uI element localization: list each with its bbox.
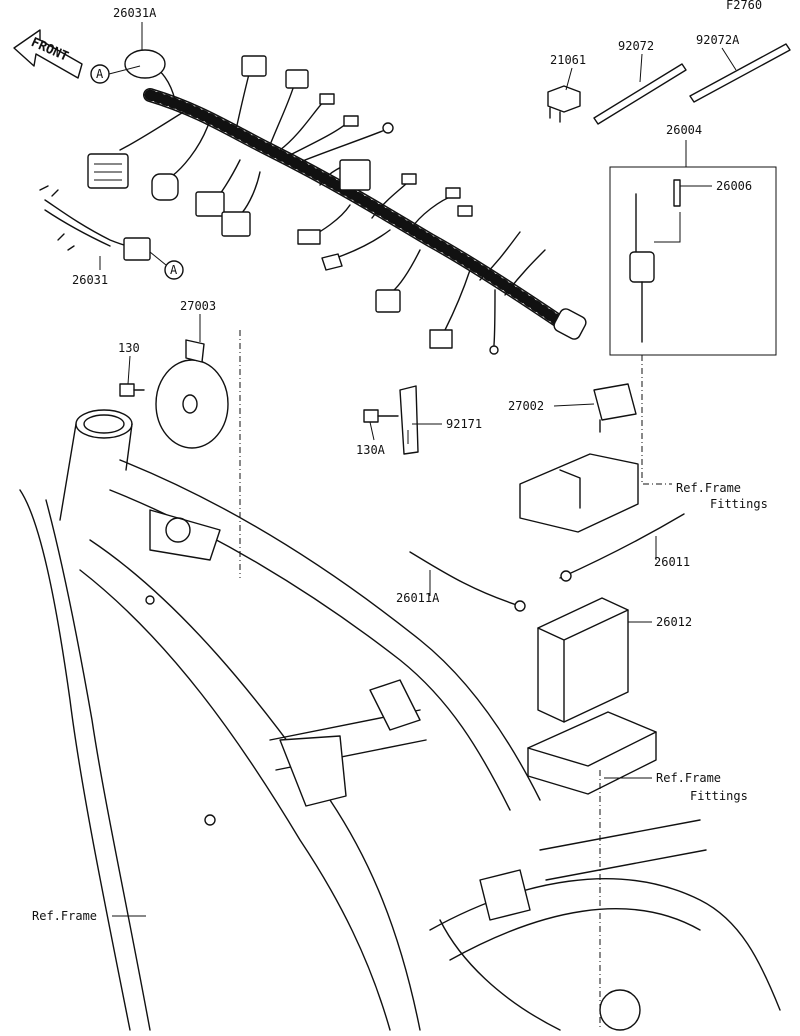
label-26006: 26006: [716, 179, 752, 193]
label-27003: 27003: [180, 299, 216, 313]
label-26011a: 26011A: [396, 591, 440, 605]
battery-cover-icon: [519, 453, 639, 533]
label-92072: 92072: [618, 39, 654, 53]
main-fuse-assembly-icon: [609, 166, 777, 356]
label-21061: 21061: [550, 53, 586, 67]
band-icon: [593, 63, 687, 125]
band-long-icon: [689, 43, 791, 103]
battery-cable-26011a-icon: [409, 551, 526, 612]
frame-icon: [19, 409, 781, 1031]
label-26031a: 26031A: [113, 6, 157, 20]
label-ref-frame-fittings-1b: Fittings: [710, 497, 768, 511]
label-92072a: 92072A: [696, 33, 740, 47]
label-ref-frame-fittings-2b: Fittings: [690, 789, 748, 803]
label-ref-frame-fittings-2a: Ref.Frame: [656, 771, 721, 785]
callout-a-bottom: A: [149, 251, 184, 280]
bolt-130-icon: [119, 383, 145, 397]
sub-harness-icon: [39, 185, 151, 261]
callout-a-top: A: [90, 64, 141, 84]
battery-icon: [537, 597, 629, 723]
label-26004: 26004: [666, 123, 702, 137]
svg-text:A: A: [170, 263, 178, 277]
battery-cable-26011-icon: [559, 513, 685, 582]
bracket-92171-icon: [399, 385, 419, 455]
regulator-icon: [593, 383, 637, 433]
label-92171: 92171: [446, 417, 482, 431]
battery-tray-icon: [527, 711, 657, 795]
label-ref-frame: Ref.Frame: [32, 909, 97, 923]
relay-icon: [547, 85, 581, 123]
horn-icon: [155, 339, 229, 449]
main-harness-icon: [87, 49, 587, 355]
label-26012: 26012: [656, 615, 692, 629]
label-130: 130: [118, 341, 140, 355]
label-26031: 26031: [72, 273, 108, 287]
label-26011: 26011: [654, 555, 690, 569]
label-130a: 130A: [356, 443, 386, 457]
label-ref-frame-fittings-1a: Ref.Frame: [676, 481, 741, 495]
label-27002: 27002: [508, 399, 544, 413]
bolt-130a-icon: [363, 409, 399, 423]
front-arrow-icon: FRONT: [13, 29, 83, 79]
leader-lines: [99, 22, 737, 917]
figure-code: F2760: [726, 0, 762, 12]
svg-text:A: A: [96, 67, 104, 81]
